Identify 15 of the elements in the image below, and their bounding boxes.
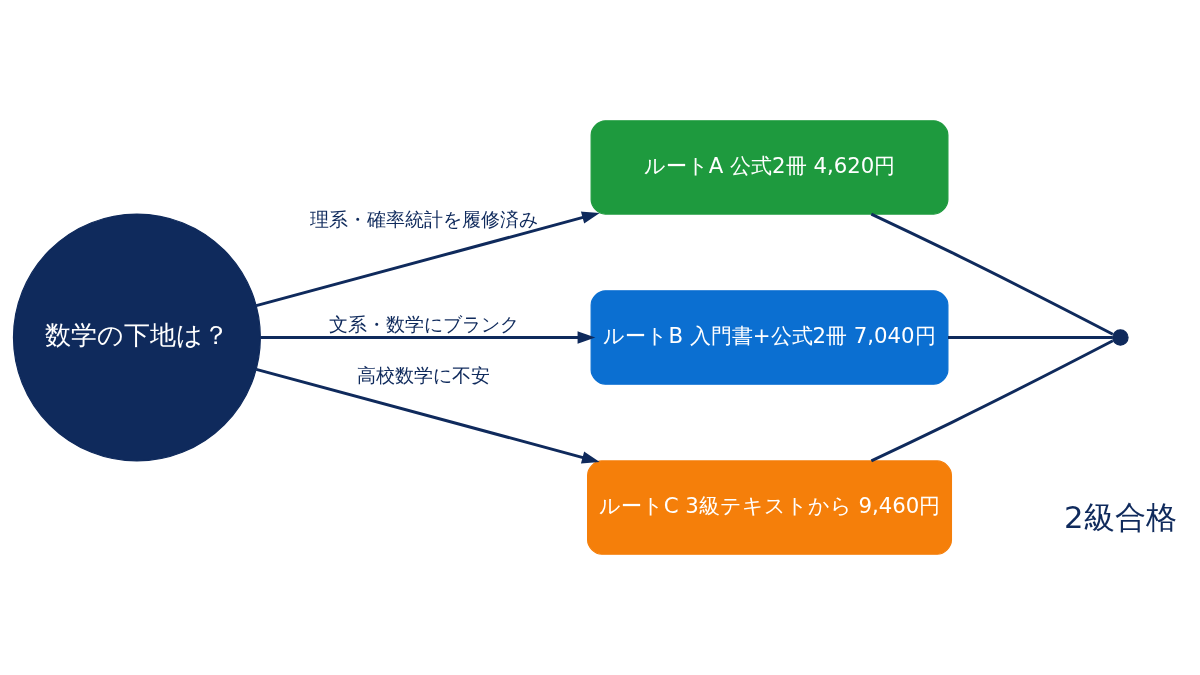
arrow [260,331,596,344]
edge-label: 理系・確率統計を履修済み [309,208,538,231]
node-circle: 数学の下地は？ [12,213,261,462]
node-box: ルートC 3級テキストから 9,460円 [587,460,953,555]
connector [870,339,1114,463]
node-circle [1112,329,1129,346]
edge-label: 文系・数学にブランク [328,313,519,336]
node-box: ルートB 入門書+公式2冊 7,040円 [590,290,949,385]
arrow [255,367,600,464]
arrow [255,211,600,308]
node-box: ルートA 公式2冊 4,620円 [590,120,949,215]
connector [948,336,1113,339]
label: 2級合格 [1064,499,1177,536]
edge-label: 高校数学に不安 [357,364,491,387]
connector [870,212,1114,336]
